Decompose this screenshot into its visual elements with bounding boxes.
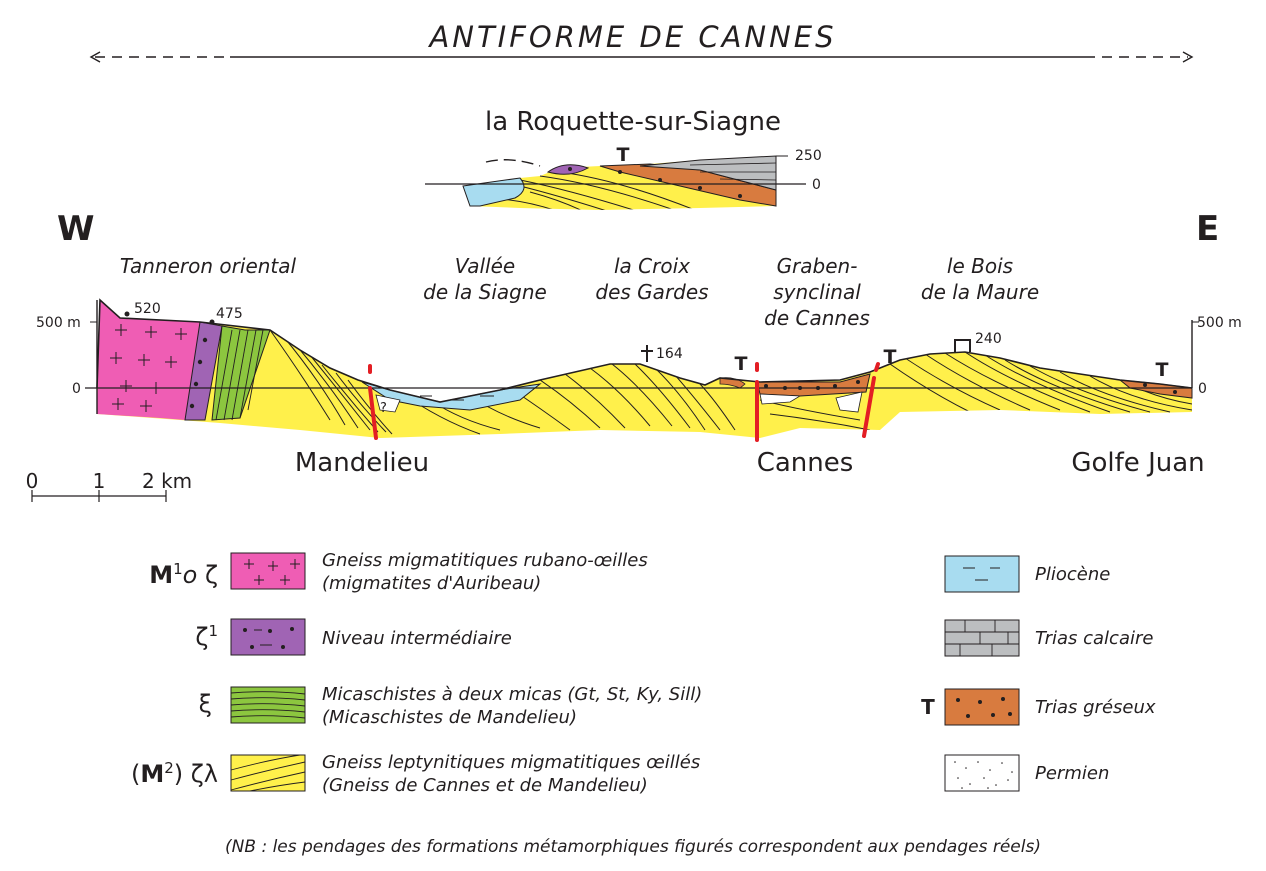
locality-bois-line2: de la Maure xyxy=(921,280,1039,304)
locality-graben-line3: de Cannes xyxy=(764,306,870,330)
inset-elev-250: 250 xyxy=(795,148,822,164)
legend-swatch-pliocene xyxy=(944,555,1020,593)
legend-label-migmatites-line2: (migmatites d'Auribeau) xyxy=(322,573,541,594)
t-marker-golfe-juan: T xyxy=(1156,359,1169,381)
west-label: W xyxy=(57,209,95,249)
legend-swatch-migmatites xyxy=(230,552,306,590)
locality-tanneron: Tanneron oriental xyxy=(120,254,297,278)
town-cannes: Cannes xyxy=(757,448,854,478)
legend-swatch-gneiss xyxy=(230,754,306,792)
locality-graben-line2: synclinal xyxy=(773,280,861,304)
main-section: ? 520 475 164 240 T T T 500 m 0 xyxy=(36,298,1242,442)
legend-swatch-trias-calcaire xyxy=(944,619,1020,657)
locality-siagne-line2: de la Siagne xyxy=(423,280,547,304)
inset-elev-0: 0 xyxy=(812,177,821,193)
title-extent-arrow xyxy=(89,51,1194,63)
town-mandelieu: Mandelieu xyxy=(295,448,429,478)
locality-bois-line1: le Bois xyxy=(947,254,1013,278)
legend-swatch-intermediaire xyxy=(230,618,306,656)
scale-tick-0: 0 xyxy=(26,469,39,493)
scale-tick-1: 1 xyxy=(93,469,106,493)
peak-520: 520 xyxy=(134,301,161,317)
scale-tick-2km: 2 km xyxy=(142,469,192,493)
footnote: (NB : les pendages des formations métamo… xyxy=(225,837,1041,857)
legend-label-pliocene: Pliocène xyxy=(1035,564,1110,585)
legend-symbol-intermediaire: ζ1 xyxy=(195,622,218,651)
locality-croix-line1: la Croix xyxy=(614,254,690,278)
t-marker-cannes-west: T xyxy=(735,353,748,375)
axis-left-500: 500 m xyxy=(36,315,81,331)
inset-title: la Roquette-sur-Siagne xyxy=(485,107,781,137)
scale-bar: 0 1 2 km xyxy=(26,469,192,502)
legend-label-permien: Permien xyxy=(1035,763,1109,784)
legend-symbol-trias-greseux: T xyxy=(921,695,935,719)
legend-symbol-gneiss: (M2) ζλ xyxy=(131,759,218,788)
legend-label-gneiss-line2: (Gneiss de Cannes et de Mandelieu) xyxy=(322,775,648,796)
legend-label-micaschistes-line1: Micaschistes à deux micas (Gt, St, Ky, S… xyxy=(322,684,702,705)
locality-graben-line1: Graben- xyxy=(777,254,858,278)
legend-symbol-micaschistes: ξ xyxy=(199,690,212,718)
legend-label-migmatites-line1: Gneiss migmatitiques rubano-œilles xyxy=(322,550,648,571)
legend-label-trias-greseux: Trias gréseux xyxy=(1035,697,1156,718)
legend-swatch-permien xyxy=(944,754,1020,792)
legend-symbol-migmatites: M1o ζ xyxy=(149,560,218,589)
axis-left-0: 0 xyxy=(72,381,81,397)
legend-right: Pliocène Trias calcaire T Trias gréseux … xyxy=(921,555,1156,792)
inset-t-marker: T xyxy=(617,144,630,166)
town-golfe-juan: Golfe Juan xyxy=(1071,448,1204,478)
locality-croix-line2: des Gardes xyxy=(595,280,708,304)
legend-label-gneiss-line1: Gneiss leptynitiques migmatitiques œillé… xyxy=(322,752,700,773)
axis-right-500: 500 m xyxy=(1197,315,1242,331)
locality-siagne-line1: Vallée xyxy=(455,254,515,278)
peak-164: 164 xyxy=(656,346,683,362)
peak-475: 475 xyxy=(216,306,243,322)
legend-left: M1o ζ Gneiss migmatitiques rubano-œilles… xyxy=(131,550,702,796)
axis-right-0: 0 xyxy=(1198,381,1207,397)
legend-label-trias-calcaire: Trias calcaire xyxy=(1035,628,1153,649)
legend-label-micaschistes-line2: (Micaschistes de Mandelieu) xyxy=(322,707,577,728)
t-marker-cannes-east: T xyxy=(884,346,897,368)
legend-swatch-trias-greseux xyxy=(944,688,1020,726)
inset-section: la Roquette-sur-Siagne T 250 0 xyxy=(425,107,822,210)
diagram-title: ANTIFORME DE CANNES xyxy=(427,20,836,54)
legend-label-intermediaire: Niveau intermédiaire xyxy=(322,628,512,649)
peak-240: 240 xyxy=(975,331,1002,347)
query-mark: ? xyxy=(380,401,387,416)
east-label: E xyxy=(1196,209,1219,249)
